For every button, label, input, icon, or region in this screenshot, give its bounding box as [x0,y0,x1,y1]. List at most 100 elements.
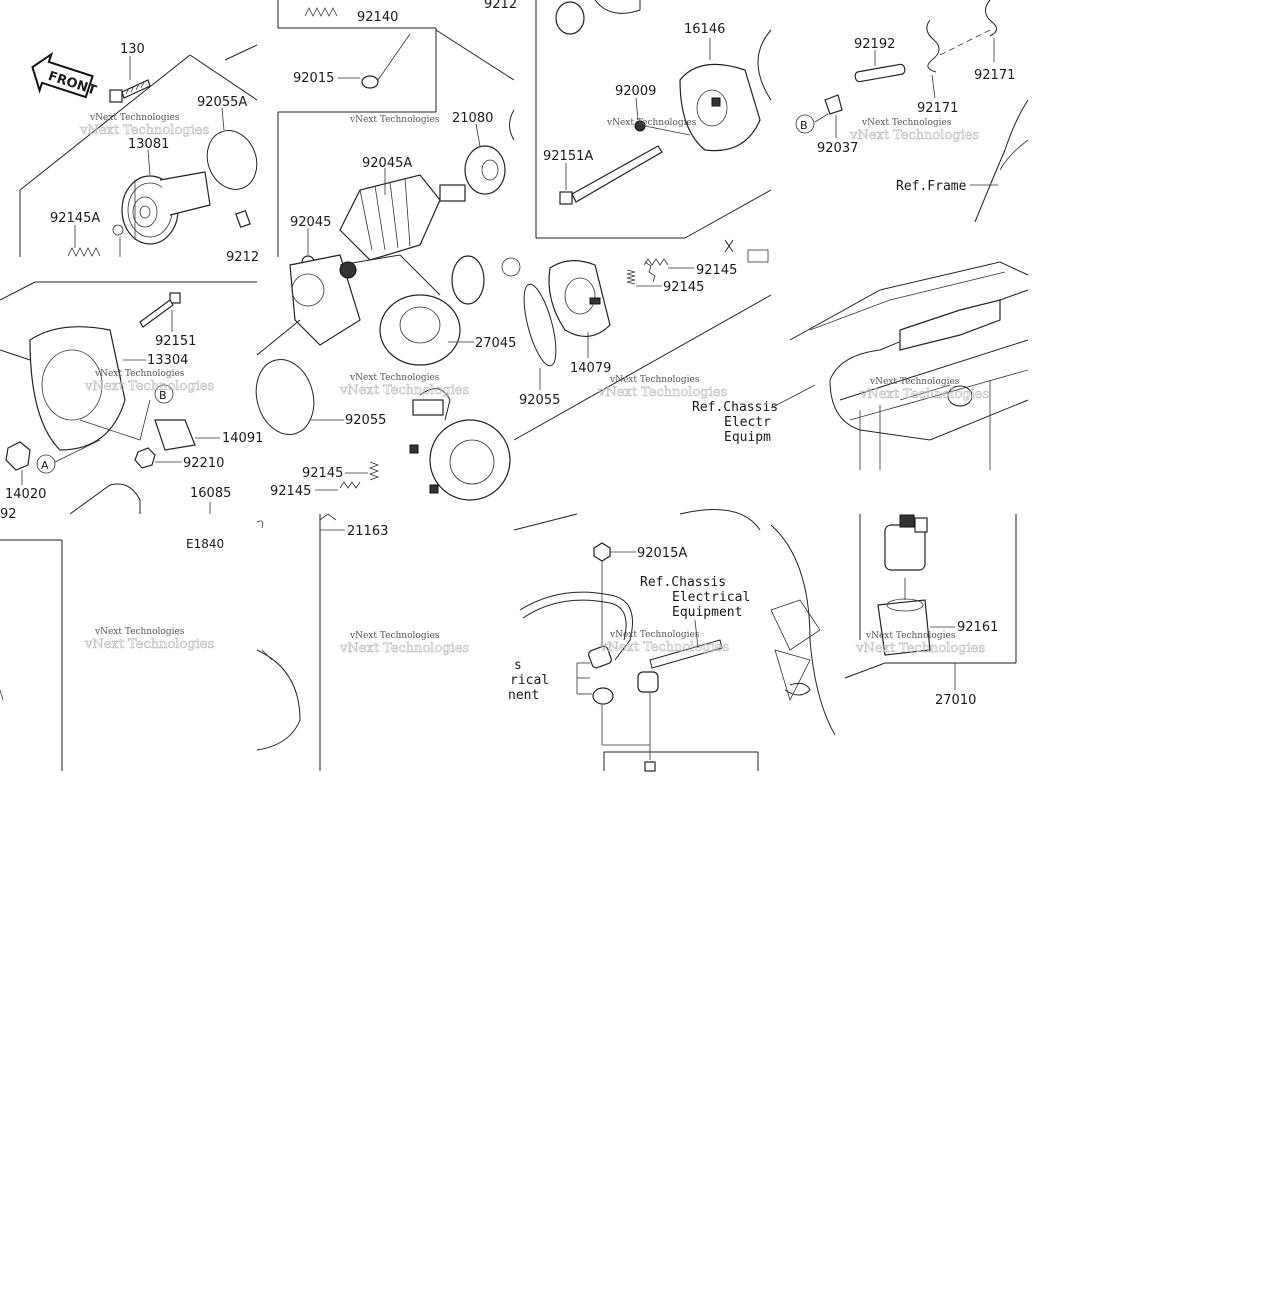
tile-relay: 92161 27010 vNext Technologies vNext Tec… [770,514,1017,736]
ref-chassis-label-1: Ref.Chassis [692,400,778,415]
watermark: vNext Technologies [861,118,952,128]
part-label-14020: 14020 [5,487,46,502]
washer-part [592,687,614,705]
o-ring-92055a-part [206,130,258,190]
watermark: vNext Technologies [94,627,185,637]
part-label-92140: 92140 [357,10,398,25]
cap-14020-part [5,441,31,471]
watermark-outline: vNext Technologies [84,379,214,394]
part-label-130: 130 [120,42,145,57]
pin-part [235,209,251,229]
watermark: vNext Technologies [869,377,960,387]
o-ring-92055-part [255,359,315,435]
nut-92015a-part [593,542,611,562]
brush-holder-part [409,388,511,501]
spring-92145-b-part [339,481,361,489]
armature-21080-part [339,174,466,261]
callout-b-icon [154,384,174,404]
tile-starter-motor: 92140 92015 21080 92045A 92045 [255,0,560,501]
plate-14079-part [548,260,611,337]
part-label-14091: 14091 [222,431,263,446]
ref-chassis-label-2: Electr [724,415,771,430]
relay-27010-part [884,514,928,571]
watermark-outline: vNext Technologies [339,383,469,398]
pin-92192-part [854,63,906,83]
housing-27045-part [289,254,461,366]
callout-b-icon [795,114,815,134]
part-label-92037: 92037 [817,141,858,156]
part-label-9212-cut: 9212 [226,250,259,265]
spring-92145a-part [67,247,101,257]
bearing-92045a-part [464,145,506,195]
clamp-92037-part [824,94,843,115]
end-cover-16146-part [679,63,761,152]
tile-gear-case: 92151 13304 14091 B A 92210 14020 16085 … [0,281,263,522]
part-label-92045: 92045 [290,215,331,230]
part-label-92192: 92192 [854,37,895,52]
terminal-part [588,645,612,669]
watermark: vNext Technologies [94,369,185,379]
holder-92161-part [877,599,931,656]
washer-92015-part [361,75,379,89]
part-label-16085: 16085 [190,486,231,501]
ref-cut-label-2: rical [510,673,549,688]
spring-92145-part [368,461,380,481]
part-label-92151a: 92151A [543,149,593,164]
gear-13081-part [121,171,211,245]
part-label-27010: 27010 [935,693,976,708]
watermark: vNext Technologies [609,630,700,640]
watermark: vNext Technologies [349,373,440,383]
part-label-21080: 92045A [362,156,412,171]
spring-92145-c-part [644,261,656,283]
svg-text:B: B [159,389,167,402]
part-label-92145a: 92145A [50,211,100,226]
watermark-outline: vNext Technologies [859,387,989,402]
ref-chassis-label-1: Ref.Chassis [640,575,726,590]
clip-92171-b-part [985,0,997,37]
part-label-21163: 21163 [347,524,388,539]
bolt-92151-part [139,292,181,328]
watermark-outline: vNext Technologies [599,640,729,655]
gear-part [451,255,485,305]
tile-clips: 92192 92171 92171 B 92037 Ref.Frame vNex… [795,0,1029,223]
clip-92171-part [926,19,940,73]
bearing-top-part [555,1,585,35]
watermark-outline: vNext Technologies [84,637,214,652]
part-label-92055a: 92055A [197,95,247,110]
part-label-92210: 92210 [183,456,224,471]
tile-end-cover: 9212 16146 92009 92151A 92145 92145 [484,0,772,441]
part-label-9212-top: 9212 [484,0,517,12]
o-ring-92055-right-part [523,283,557,367]
part-label-92161: 92161 [957,620,998,635]
part-label-16146: 16146 [684,22,725,37]
part-label-92171-b: 92171 [974,68,1015,83]
svg-text:A: A [41,459,49,472]
part-label-92145-b: 92145 [270,484,311,499]
part-label-14079: 14079 [570,361,611,376]
ball-part [112,224,124,236]
watermark: vNext Technologies [865,631,956,641]
svg-text:B: B [800,119,808,132]
tile-cable-area: E1840 21163 vNext Technologies vNext Tec… [0,513,469,771]
elbow-14091-part [154,419,196,451]
watermark: vNext Technologies [349,115,440,125]
watermark-outline: vNext Technologies [339,641,469,656]
watermark: vNext Technologies [609,375,700,385]
spring-92140-part [304,7,338,17]
ref-chassis-label-3: Equipment [672,605,742,620]
front-direction-icon: FRONT [31,51,98,99]
part-label-92-cut: 92 [0,507,17,522]
watermark: vNext Technologies [606,118,697,128]
part-label-92151: 92151 [155,334,196,349]
terminal-b-part [637,671,659,693]
part-label-92045a: 21080 [452,111,493,126]
tile-frame-chassis: Ref.Chassis Electr Equipm vNext Technolo… [692,261,1029,470]
nut-92210-part [134,447,156,469]
watermark-outline: vNext Technologies [79,123,209,138]
watermark: vNext Technologies [349,631,440,641]
ref-frame-label: Ref.Frame [896,179,967,194]
watermark: vNext Technologies [89,113,180,123]
part-label-92145-c: 92145 [696,263,737,278]
part-label-92145-a: 92145 [302,466,343,481]
